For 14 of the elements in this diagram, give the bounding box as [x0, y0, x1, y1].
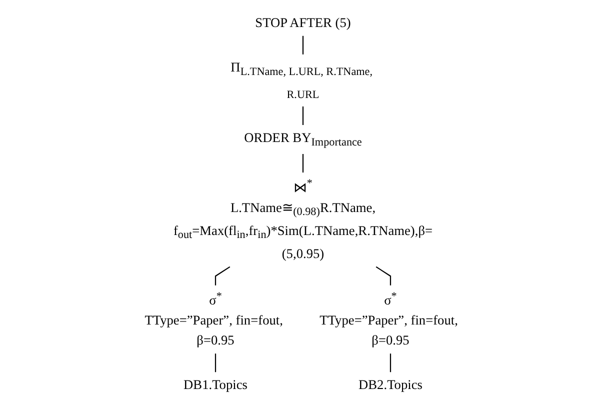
- connector: [302, 153, 304, 172]
- connector: [302, 106, 304, 124]
- connector: [376, 266, 392, 285]
- connector: [214, 266, 230, 285]
- node-text: σ$^{*}$ TType=”Paper”, fin=fout, β=0.95: [320, 290, 458, 348]
- node-text: DB1.Topics: [184, 376, 248, 392]
- node-text: ORDER BY$_{Importance}$: [244, 130, 362, 148]
- node-text: ⋈$^{*}$ L.TName≅$_{(0.98)}$R.TName, f$_{out}$=Max(fl$_{in}$,fr$_{in}$)*Sim(L.TName,R.TName),β=(5,0.95): [173, 177, 433, 260]
- node-text: σ$^{*}$ TType=”Paper”, fin=fout, β=0.95: [144, 290, 283, 348]
- node-text: STOP AFTER (5): [255, 14, 351, 30]
- connector: [390, 353, 392, 372]
- connector: [302, 35, 304, 54]
- connector: [214, 353, 216, 372]
- node-text: DB2.Topics: [358, 376, 422, 392]
